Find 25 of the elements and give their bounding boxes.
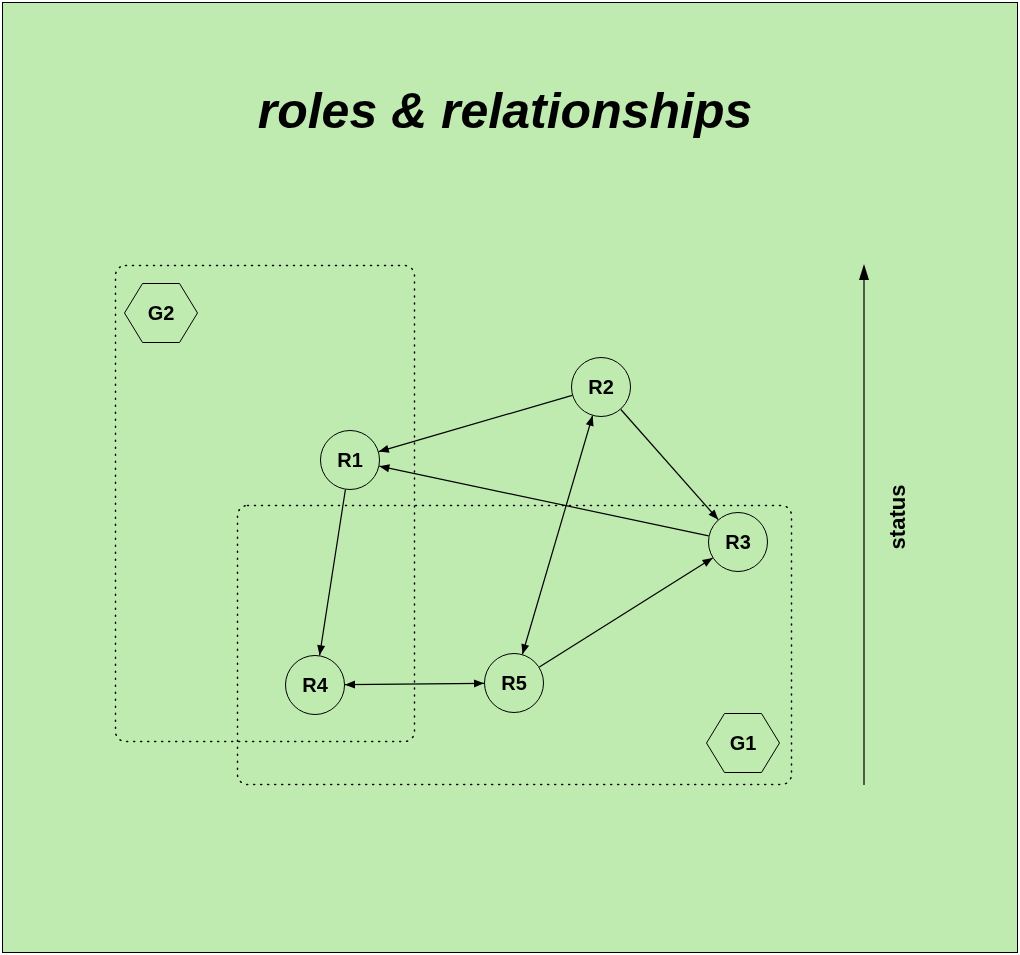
node-label: R2	[588, 375, 614, 399]
role-circle	[484, 653, 544, 713]
node-label: R5	[501, 671, 527, 695]
group-region	[115, 265, 415, 742]
arrow	[317, 489, 346, 656]
group-hexagon	[706, 713, 780, 773]
group-hexagon	[124, 283, 198, 343]
arrow	[344, 679, 485, 689]
arrow	[538, 557, 714, 668]
role-circle	[285, 655, 345, 715]
diagram-title: roles & relationships	[256, 82, 754, 140]
group-region	[237, 505, 792, 785]
axis-label: status	[885, 484, 911, 550]
role-circle	[708, 512, 768, 572]
arrow	[620, 408, 719, 521]
arrow	[521, 415, 594, 655]
role-circle	[571, 357, 631, 417]
role-circle	[320, 430, 380, 490]
node-label: R4	[302, 673, 328, 697]
node-label: R3	[725, 530, 751, 554]
node-label: G2	[147, 301, 175, 325]
node-label: R1	[337, 448, 363, 472]
node-label: G1	[729, 731, 757, 755]
arrow	[378, 464, 710, 537]
arrow	[378, 394, 573, 453]
